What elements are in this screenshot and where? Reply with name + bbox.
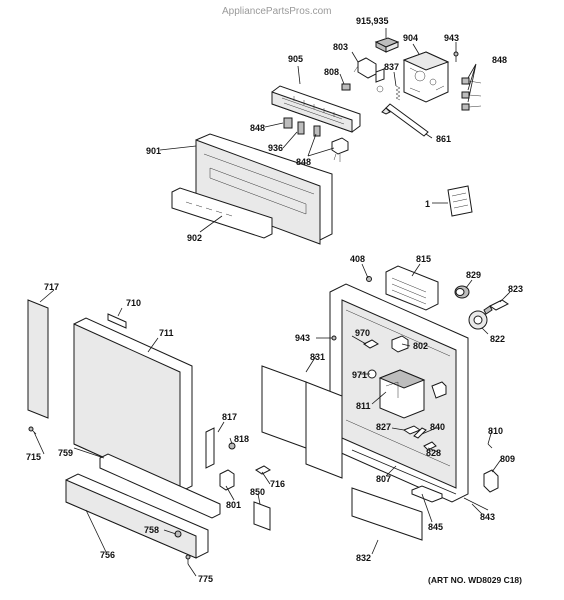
callout-758: 758 [144,525,159,535]
callout-759: 759 [58,448,73,458]
part-845-bracket [411,485,443,503]
part-756-kick-panel [65,473,209,559]
part-901-control-console [195,133,333,245]
part-905-panel-housing [271,85,361,133]
part-943-screw-top [453,51,459,62]
callout-971: 971 [352,370,367,380]
part-710-bracket [107,313,127,329]
callout-904: 904 [403,33,418,43]
part-808-clip [341,83,351,91]
part-936-spacer [297,121,305,135]
callout-848-mid: 848 [296,157,311,167]
part-817-side-bracket [205,427,215,469]
part-904-control-module [402,51,450,103]
callout-843: 843 [480,512,495,522]
callout-711: 711 [159,328,174,338]
part-837-spring [395,85,401,101]
callout-837: 837 [384,62,399,72]
part-848-fastener-left [283,117,293,129]
part-832-insulation [351,487,423,541]
callout-831: 831 [310,352,325,362]
callout-848-right: 848 [492,55,507,65]
part-807-strip [351,449,457,495]
part-811-dispenser [378,369,426,419]
part-829-knob [454,285,470,299]
watermark: AppliancePartsPros.com [222,6,332,17]
callout-970: 970 [355,328,370,338]
callout-717: 717 [44,282,59,292]
callout-840: 840 [430,422,445,432]
part-915-switch [374,37,400,53]
callout-943-top: 943 [444,33,459,43]
part-dispenser-trim [431,381,447,399]
callout-845: 845 [428,522,443,532]
part-822-gear [468,310,488,330]
callout-811: 811 [356,401,371,411]
callout-902: 902 [187,233,202,243]
part-801-bracket [219,469,235,491]
callout-809: 809 [500,454,515,464]
callout-810: 810 [488,426,503,436]
callout-756: 756 [100,550,115,560]
part-717-panel-edge [27,299,49,419]
part-850-plate [253,501,271,531]
part-831-insulation-panel [261,365,343,479]
callout-807: 807 [376,474,391,484]
callout-1: 1 [425,199,430,209]
part-716-clip [255,465,271,475]
part-902-keypad-overlay [171,187,273,239]
part-809-hinge [483,469,499,493]
callout-715: 715 [26,452,41,462]
callout-818: 818 [234,434,249,444]
leader-lines [33,28,511,577]
part-848-connector-cluster [313,125,349,162]
part-759-toe-kick [99,453,221,519]
callout-915-935: 915,935 [356,16,389,26]
callout-823: 823 [508,284,523,294]
callout-827: 827 [376,422,391,432]
part-848-connectors-right [461,77,482,111]
callout-802: 802 [413,341,428,351]
callout-848-left: 848 [250,123,265,133]
part-802-bracket [391,335,409,353]
part-1-literature [447,185,473,217]
part-828-hinge [423,441,437,451]
callout-832: 832 [356,553,371,563]
callout-801: 801 [226,500,241,510]
part-943-screw-mid [331,335,337,341]
callout-822: 822 [490,334,505,344]
callout-901: 901 [146,146,161,156]
callout-828: 828 [426,448,441,458]
part-970-bracket [363,339,379,349]
callout-716: 716 [270,479,285,489]
part-711-outer-door-panel [73,317,193,493]
callout-829: 829 [466,270,481,280]
part-840-arm [413,427,427,439]
callout-408: 408 [350,254,365,264]
part-775-screw [185,554,191,564]
part-810-screw [487,443,493,449]
part-815-vent [385,265,439,311]
callout-943-mid: 943 [295,333,310,343]
callout-817: 817 [222,412,237,422]
callout-775: 775 [198,574,213,584]
part-861-rod [381,103,429,137]
part-715-screw [28,426,37,435]
callout-808: 808 [324,67,339,77]
callout-710: 710 [126,298,141,308]
callout-815: 815 [416,254,431,264]
callout-850: 850 [250,487,265,497]
callout-936: 936 [268,143,283,153]
callout-803: 803 [333,42,348,52]
art-number: (ART NO. WD8029 C18) [428,575,522,585]
callout-861: 861 [436,134,451,144]
part-843-gasket [463,497,489,511]
part-823-lever [483,299,509,315]
part-latch-small [375,68,385,93]
callout-905: 905 [288,54,303,64]
